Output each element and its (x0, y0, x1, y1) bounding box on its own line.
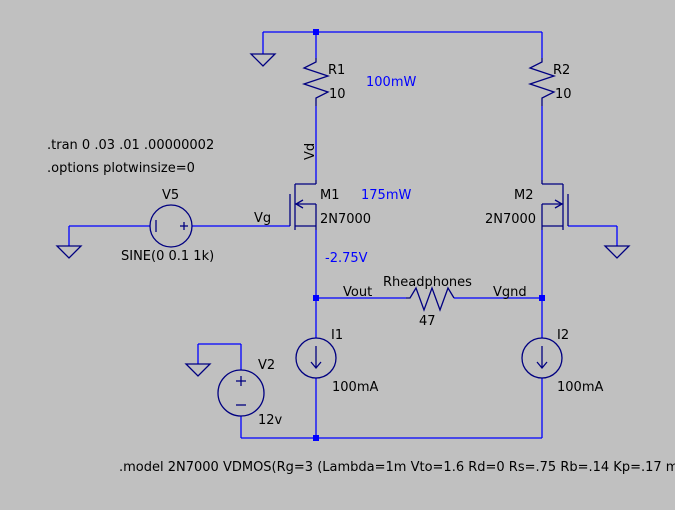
r2-value: 10 (555, 87, 572, 102)
options-directive[interactable]: .options plotwinsize=0 (47, 161, 195, 176)
sine-source-v5[interactable] (149, 204, 193, 248)
current-source-i1[interactable] (295, 337, 337, 379)
v2-name: V2 (258, 358, 275, 373)
mosfet-m1[interactable] (289, 180, 317, 230)
wires (68, 31, 618, 439)
resistor-r1[interactable] (301, 58, 331, 106)
net-label-vd[interactable]: Vd (303, 143, 318, 160)
v2-value: 12v (258, 413, 283, 428)
r1-value: 10 (329, 87, 346, 102)
junction-dot (313, 295, 319, 301)
i2-name: I2 (557, 328, 569, 343)
m2-model: 2N7000 (485, 212, 536, 227)
junction-dot (313, 29, 319, 35)
rheadphones-name: Rheadphones (383, 275, 472, 290)
m1-model: 2N7000 (320, 212, 371, 227)
m1-name: M1 (320, 188, 340, 203)
m1-power-annotation: 175mW (361, 188, 411, 203)
junction-dot (313, 435, 319, 441)
vout-voltage-annotation: -2.75V (325, 251, 368, 266)
resistor-rheadphones[interactable] (406, 286, 455, 312)
i2-value: 100mA (557, 380, 603, 395)
resistor-r2[interactable] (527, 58, 557, 106)
net-label-vgnd[interactable]: Vgnd (493, 285, 527, 300)
i1-name: I1 (331, 328, 343, 343)
r1-power-annotation: 100mW (366, 75, 416, 90)
r1-name: R1 (328, 63, 345, 78)
i1-value: 100mA (332, 380, 378, 395)
r2-name: R2 (553, 63, 570, 78)
v5-value: SINE(0 0.1 1k) (121, 249, 214, 264)
v5-name: V5 (162, 188, 179, 203)
rheadphones-value: 47 (419, 314, 436, 329)
current-source-i2[interactable] (521, 337, 563, 379)
junction-dot (539, 295, 545, 301)
ground-icon[interactable] (184, 363, 212, 377)
ground-icon[interactable] (249, 53, 277, 67)
ground-icon[interactable] (55, 245, 83, 259)
ground-icon[interactable] (603, 245, 631, 259)
m2-name: M2 (514, 188, 534, 203)
voltage-source-v2[interactable] (217, 369, 265, 417)
tran-directive[interactable]: .tran 0 .03 .01 .00000002 (47, 138, 214, 153)
model-directive[interactable]: .model 2N7000 VDMOS(Rg=3 (Lambda=1m Vto=… (119, 460, 675, 475)
mosfet-m2[interactable] (541, 180, 569, 230)
net-label-vout[interactable]: Vout (343, 285, 372, 300)
net-label-vg[interactable]: Vg (254, 211, 271, 226)
